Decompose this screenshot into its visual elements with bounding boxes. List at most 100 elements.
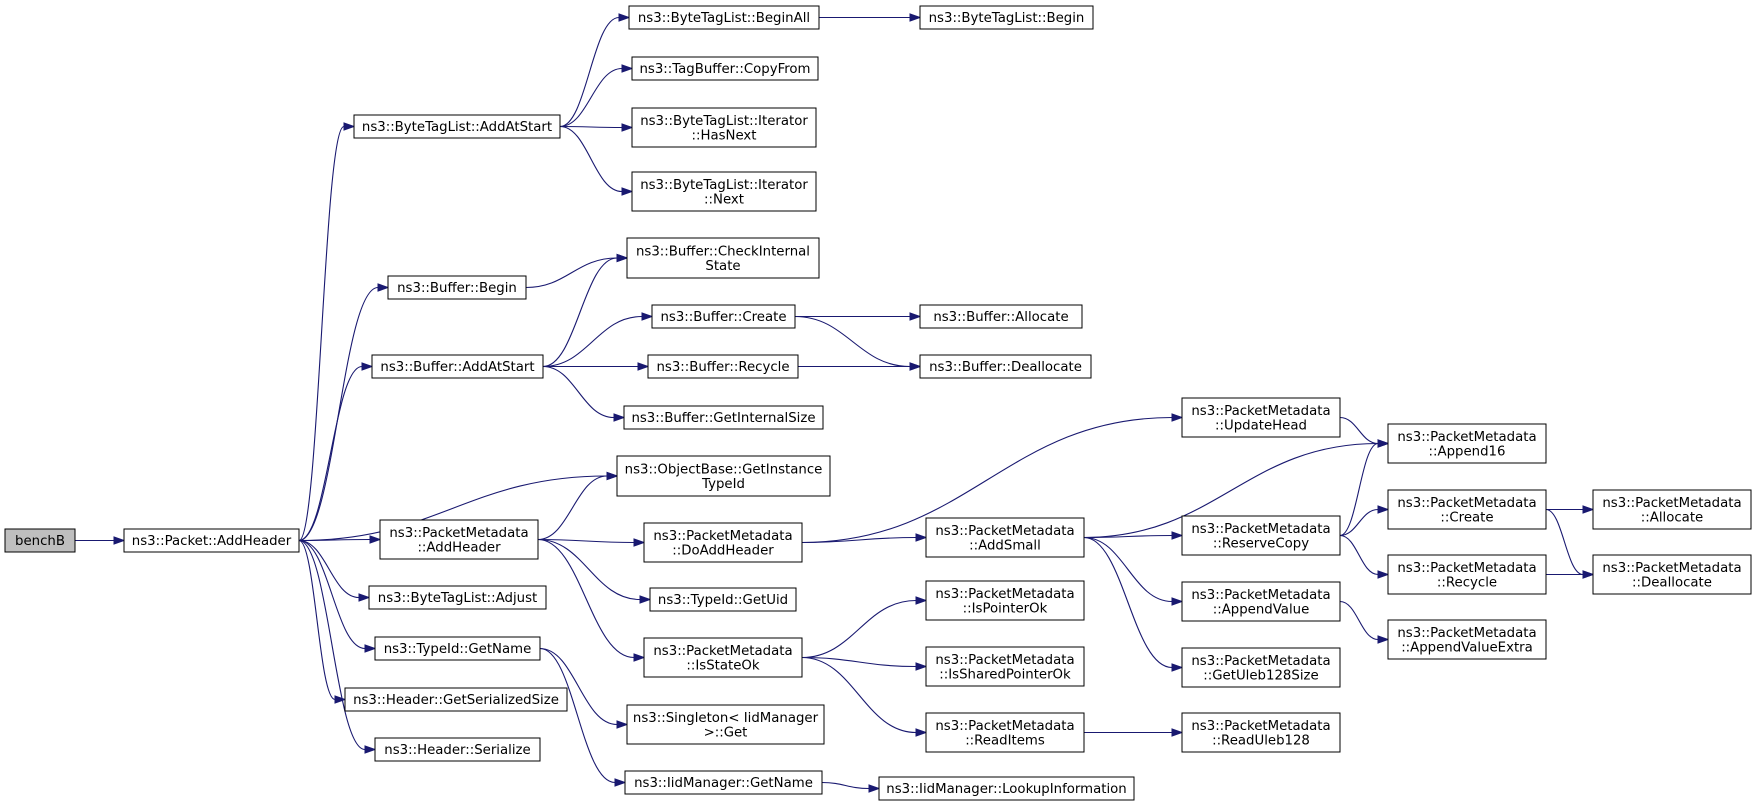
- arrow-head-icon: [915, 533, 928, 542]
- node-box: [643, 637, 803, 678]
- call-edge: [1083, 442, 1379, 539]
- function-node-buffer-allocate[interactable]: ns3::Buffer::Allocate: [919, 304, 1083, 329]
- function-node-btl-adjust[interactable]: ns3::ByteTagList::Adjust: [368, 585, 547, 610]
- node-label: ns3::Header::GetSerializedSize: [353, 693, 559, 708]
- arrow-head-icon: [1377, 505, 1390, 514]
- function-node-buffer-getinternalsize[interactable]: ns3::Buffer::GetInternalSize: [623, 405, 824, 430]
- function-node-pm-getuleb128size[interactable]: ns3::PacketMetadata::GetUleb128Size: [1181, 647, 1341, 688]
- function-node-buffer-deallocate[interactable]: ns3::Buffer::Deallocate: [919, 354, 1092, 379]
- function-node-header-serialize[interactable]: ns3::Header::Serialize: [374, 737, 541, 762]
- call-edge: [1083, 536, 1173, 603]
- node-label: ::GetUleb128Size: [1203, 668, 1318, 683]
- function-node-pm-appendvalue[interactable]: ns3::PacketMetadata::AppendValue: [1181, 581, 1341, 622]
- function-node-pm-updatehead[interactable]: ns3::PacketMetadata::UpdateHead: [1181, 397, 1341, 438]
- function-node-btl-beginall[interactable]: ns3::ByteTagList::BeginAll: [628, 5, 820, 30]
- node-label: ns3::Singleton< IidManager: [633, 711, 819, 726]
- node-box: [628, 5, 820, 30]
- function-node-iidmanager-getname[interactable]: ns3::IidManager::GetName: [624, 770, 823, 795]
- node-box: [1387, 619, 1547, 660]
- node-label: ns3::PacketMetadata: [1191, 719, 1330, 734]
- function-node-buffer-create[interactable]: ns3::Buffer::Create: [651, 304, 796, 329]
- node-box: [4, 528, 76, 553]
- node-label: ns3::ObjectBase::GetInstance: [625, 462, 823, 477]
- call-edges: [75, 13, 1595, 793]
- function-node-pm-addheader[interactable]: ns3::PacketMetadata::AddHeader: [379, 519, 539, 560]
- function-node-pm-readitems[interactable]: ns3::PacketMetadata::ReadItems: [925, 712, 1085, 753]
- node-box: [919, 354, 1092, 379]
- function-node-pm-deallocate[interactable]: ns3::PacketMetadata::Deallocate: [1592, 554, 1752, 595]
- node-label: ns3::PacketMetadata: [1191, 588, 1330, 603]
- function-node-pm-addsmall[interactable]: ns3::PacketMetadata::AddSmall: [925, 517, 1085, 558]
- arrow-head-icon: [343, 122, 356, 131]
- node-label: ns3::PacketMetadata: [1397, 561, 1536, 576]
- function-node-pm-append16[interactable]: ns3::PacketMetadata::Append16: [1387, 423, 1547, 464]
- function-node-iidmanager-lookupinformation[interactable]: ns3::IidManager::LookupInformation: [878, 776, 1135, 801]
- node-label: ns3::IidManager::LookupInformation: [886, 782, 1126, 797]
- arrow-head-icon: [361, 362, 374, 371]
- function-node-buffer-begin[interactable]: ns3::Buffer::Begin: [387, 275, 527, 300]
- call-edge: [559, 125, 623, 129]
- function-node-btl-begin[interactable]: ns3::ByteTagList::Begin: [919, 5, 1094, 30]
- function-node-buffer-addatstart[interactable]: ns3::Buffer::AddAtStart: [371, 354, 544, 379]
- node-box: [623, 405, 824, 430]
- function-node-header-getserializedsize[interactable]: ns3::Header::GetSerializedSize: [344, 687, 568, 712]
- function-node-buffer-recycle[interactable]: ns3::Buffer::Recycle: [647, 354, 799, 379]
- node-box: [1181, 397, 1341, 438]
- function-node-btl-iter-hasnext[interactable]: ns3::ByteTagList::Iterator::HasNext: [631, 107, 817, 148]
- function-node-pm-reservecopy[interactable]: ns3::PacketMetadata::ReserveCopy: [1181, 515, 1341, 556]
- node-label: ns3::Buffer::Deallocate: [929, 360, 1082, 375]
- function-node-btl-addatstart[interactable]: ns3::ByteTagList::AddAtStart: [353, 114, 561, 139]
- node-box: [925, 712, 1085, 753]
- call-edge: [1339, 442, 1379, 537]
- arrow-head-icon: [618, 13, 631, 22]
- arrow-head-icon: [637, 362, 650, 371]
- node-label: ns3::Packet::AddHeader: [132, 534, 292, 549]
- node-label: ns3::TypeId::GetName: [384, 642, 532, 657]
- arrow-head-icon: [1171, 597, 1184, 606]
- arrow-head-icon: [1171, 531, 1184, 540]
- function-node-singleton-get[interactable]: ns3::Singleton< IidManager >::Get: [626, 704, 825, 745]
- function-node-pm-allocate[interactable]: ns3::PacketMetadata::Allocate: [1592, 489, 1752, 530]
- node-label: ::Deallocate: [1632, 575, 1712, 590]
- node-box: [1181, 515, 1341, 556]
- arrow-head-icon: [909, 362, 922, 371]
- call-edge: [1545, 508, 1584, 576]
- node-label: ns3::PacketMetadata: [1602, 561, 1741, 576]
- function-node-typeid-getname[interactable]: ns3::TypeId::GetName: [374, 636, 541, 661]
- function-node-pm-ispointerok[interactable]: ns3::PacketMetadata::IsPointerOk: [925, 580, 1085, 621]
- function-node-pm-readuleb128[interactable]: ns3::PacketMetadata::ReadUleb128: [1181, 712, 1341, 753]
- node-label: ns3::TypeId::GetUid: [658, 593, 788, 608]
- function-node-pm-doaddheader[interactable]: ns3::PacketMetadata::DoAddHeader: [643, 522, 803, 563]
- node-box: [643, 522, 803, 563]
- function-node-pm-issharedpointerok[interactable]: ns3::PacketMetadata::IsSharedPointerOk: [925, 646, 1085, 687]
- node-label: ::AppendValue: [1213, 602, 1310, 617]
- node-box: [123, 528, 300, 553]
- function-node-pm-appendvalueextra[interactable]: ns3::PacketMetadata::AppendValueExtra: [1387, 619, 1547, 660]
- function-node-packet-addheader[interactable]: ns3::Packet::AddHeader: [123, 528, 300, 553]
- function-node-pm-create[interactable]: ns3::PacketMetadata::Create: [1387, 489, 1547, 530]
- call-edge: [801, 656, 917, 668]
- node-box: [353, 114, 561, 139]
- call-edge: [542, 365, 615, 419]
- node-box: [925, 646, 1085, 687]
- call-edge: [1339, 600, 1379, 641]
- node-label: ns3::ByteTagList::Iterator: [640, 178, 808, 193]
- node-label: ns3::PacketMetadata: [935, 653, 1074, 668]
- node-label: ::Create: [1440, 510, 1493, 525]
- function-node-tagbuffer-copyfrom[interactable]: ns3::TagBuffer::CopyFrom: [631, 56, 819, 81]
- call-edge: [801, 599, 917, 659]
- call-edge: [298, 539, 366, 650]
- arrow-head-icon: [364, 745, 377, 754]
- node-label: ns3::PacketMetadata: [935, 524, 1074, 539]
- arrow-head-icon: [915, 728, 928, 737]
- node-label: ns3::ByteTagList::AddAtStart: [362, 120, 552, 135]
- function-node-typeid-getuid[interactable]: ns3::TypeId::GetUid: [649, 587, 797, 612]
- function-node-btl-iter-next[interactable]: ns3::ByteTagList::Iterator::Next: [631, 171, 817, 212]
- function-node-pm-recycle[interactable]: ns3::PacketMetadata::Recycle: [1387, 554, 1547, 595]
- call-edge: [537, 475, 608, 541]
- node-box: [631, 107, 817, 148]
- function-node-pm-isstateok[interactable]: ns3::PacketMetadata::IsStateOk: [643, 637, 803, 678]
